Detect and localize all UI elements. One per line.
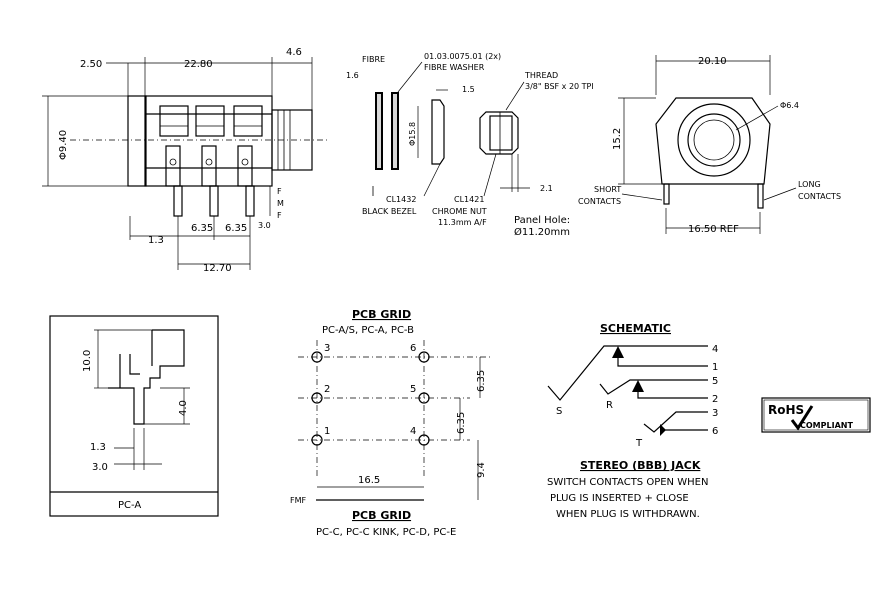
- pca-view: PC-A 10.0 4.0 1.3 3.0: [49, 315, 219, 517]
- pin-label-4: 4: [410, 426, 416, 437]
- pcb-grid-subtitle-top: PC-A/S, PC-A, PC-B: [322, 325, 414, 336]
- exploded-view: FIBRE 01.03.0075.01 (2x) FIBRE WASHER 1.…: [346, 52, 594, 238]
- pcb-grid-title-top: PCB GRID: [352, 308, 411, 321]
- contact-6: 6: [712, 426, 718, 437]
- pcb-grid: PCB GRID PC-A/S, PC-A, PC-B 3 6 2 5 1 4 …: [290, 308, 490, 538]
- pin-label-3: 3: [324, 343, 330, 354]
- pca-dim-13: 1.3: [90, 442, 106, 453]
- short-contacts-2: CONTACTS: [578, 197, 621, 206]
- dim-thread-len: 4.6: [286, 47, 302, 58]
- contact-5: 5: [712, 376, 718, 387]
- caption-4: WHEN PLUG IS WITHDRAWN.: [556, 509, 700, 520]
- front-ref: 16.50 REF: [688, 224, 739, 235]
- pca-dim-10: 10.0: [82, 350, 93, 372]
- label-sleeve: S: [556, 406, 562, 417]
- contact-2: 2: [712, 394, 718, 405]
- caption-3: PLUG IS INSERTED + CLOSE: [550, 493, 689, 504]
- rohs-line2: COMPLIANT: [800, 421, 853, 430]
- fmf-letter-f1: F: [277, 187, 282, 196]
- nut-name: CHROME NUT: [432, 207, 487, 216]
- rohs-badge: RoHS COMPLIANT: [761, 397, 871, 433]
- pcb-dim-165: 16.5: [358, 475, 380, 486]
- thread-label-2: 3/8" BSF x 20 TPI: [525, 82, 594, 91]
- caption-2: SWITCH CONTACTS OPEN WHEN: [547, 477, 708, 488]
- dim-body-length: 22.80: [184, 59, 213, 70]
- checkmark-icon: [790, 405, 814, 431]
- contact-3: 3: [712, 408, 718, 419]
- pca-dim-30: 3.0: [92, 462, 108, 473]
- dim-total-pins: 12.70: [203, 263, 232, 274]
- front-view: 20.10 Φ6.4 15.2 SHORT CONTACTS LONG CONT…: [578, 55, 841, 235]
- panel-hole-1: Panel Hole:: [514, 215, 570, 226]
- front-hole: Φ6.4: [780, 101, 799, 110]
- panel-hole-2: Ø11.20mm: [514, 226, 570, 238]
- bezel-name: BLACK BEZEL: [362, 207, 417, 216]
- washer-label-2: FIBRE WASHER: [424, 63, 485, 72]
- caption-1: STEREO (BBB) JACK: [580, 459, 701, 472]
- pcb-fmf: FMF: [290, 496, 307, 505]
- contact-4: 4: [712, 344, 718, 355]
- fmf-letter-f2: F: [277, 211, 282, 220]
- nut-size: 11.3mm A/F: [438, 218, 487, 227]
- front-height: 15.2: [612, 128, 623, 150]
- side-view: 2.50 22.80 4.6 Φ9.40: [42, 47, 330, 274]
- pcb-grid-subtitle-bottom: PC-C, PC-C KINK, PC-D, PC-E: [316, 527, 456, 538]
- pin-label-6: 6: [410, 343, 416, 354]
- fibre-label-partial: FIBRE: [362, 55, 385, 64]
- contact-1: 1: [712, 362, 718, 373]
- long-contacts-1: LONG: [798, 180, 821, 189]
- fmf-letter-m: M: [277, 199, 284, 208]
- short-contacts-1: SHORT: [594, 185, 621, 194]
- dim-pin-offset: 1.3: [148, 235, 164, 246]
- dim-nut: 2.1: [540, 184, 553, 193]
- dim-pitch-a: 6.35: [191, 223, 213, 234]
- pcb-dim-94: 9.4: [476, 462, 487, 478]
- front-width: 20.10: [698, 56, 727, 67]
- rohs-line1: RoHS: [768, 403, 804, 417]
- pcb-dim-635-right: 6.35: [476, 370, 487, 392]
- pin-label-5: 5: [410, 384, 416, 395]
- nut-code: CL1421: [454, 195, 484, 204]
- pcb-grid-title-bottom: PCB GRID: [352, 509, 411, 522]
- washer-label-1: 01.03.0075.01 (2x): [424, 52, 501, 61]
- schematic: SCHEMATIC 4 1 5 2 3 6 S R T STEREO (BBB)…: [547, 322, 718, 520]
- bezel-code: CL1432: [386, 195, 416, 204]
- dim-bezel-dia: Φ15.8: [408, 122, 417, 146]
- dim-pin-end: 3.0: [258, 221, 271, 230]
- dim-bezel-depth: 1.5: [462, 85, 475, 94]
- long-contacts-2: CONTACTS: [798, 192, 841, 201]
- pin-label-1: 1: [324, 426, 330, 437]
- thread-label-1: THREAD: [524, 71, 558, 80]
- pca-label: PC-A: [118, 500, 141, 511]
- dim-height: Φ9.40: [58, 130, 69, 160]
- pin-label-2: 2: [324, 384, 330, 395]
- label-ring: R: [606, 400, 613, 411]
- label-tip: T: [635, 438, 643, 449]
- pcb-dim-635-mid: 6.35: [456, 412, 467, 434]
- dim-left-offset: 2.50: [80, 59, 102, 70]
- dim-washer: 1.6: [346, 71, 359, 80]
- pca-dim-4: 4.0: [178, 400, 189, 416]
- schematic-title: SCHEMATIC: [600, 322, 671, 335]
- dim-pitch-b: 6.35: [225, 223, 247, 234]
